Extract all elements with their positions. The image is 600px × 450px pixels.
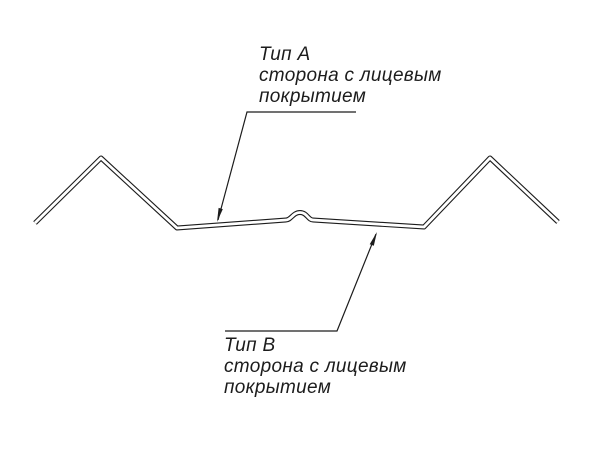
label-type-b-title: Тип B bbox=[224, 335, 276, 356]
leader-line-a bbox=[217, 111, 356, 221]
label-type-a-line1: сторона с лицевым bbox=[259, 65, 442, 86]
leader-arrow-a-icon bbox=[217, 207, 223, 222]
leader-line-b bbox=[225, 233, 377, 332]
profile-inner-face bbox=[34, 156, 559, 230]
label-type-a-title: Тип A bbox=[259, 44, 311, 65]
label-type-b: Тип B сторона с лицевым покрытием bbox=[224, 335, 407, 398]
label-type-a: Тип A сторона с лицевым покрытием bbox=[259, 44, 442, 107]
label-type-a-line2: покрытием bbox=[259, 86, 367, 107]
label-type-b-line2: покрытием bbox=[224, 377, 332, 398]
label-type-b-line1: сторона с лицевым bbox=[224, 356, 407, 377]
leader-arrow-b-icon bbox=[369, 232, 377, 246]
